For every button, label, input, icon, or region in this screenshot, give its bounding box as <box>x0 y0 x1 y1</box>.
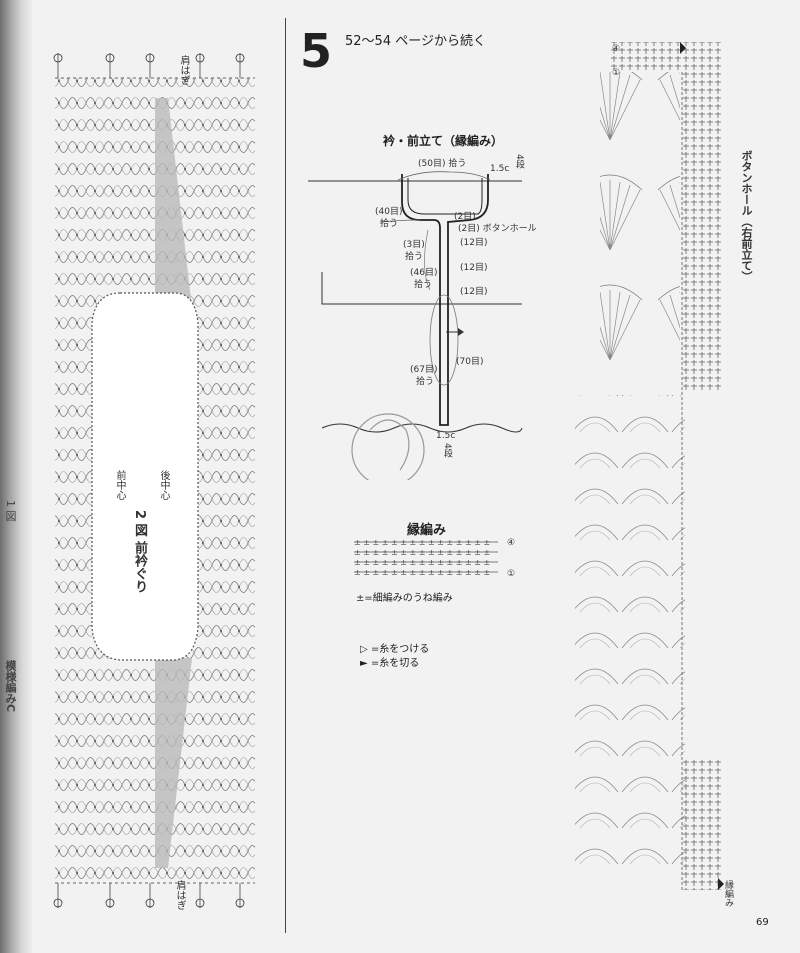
buttonhole-band-chart <box>575 42 724 890</box>
shaded-shoulder-top <box>155 98 192 308</box>
bottom-width-label: 1.5c <box>436 431 456 441</box>
arch-pattern-lower <box>575 395 685 865</box>
attach-text: =糸をつける <box>370 644 430 655</box>
page-number: 69 <box>756 917 769 928</box>
band-edge-label: 縁編み <box>723 880 733 907</box>
left-pick-46-b: 拾う <box>414 280 433 290</box>
svg-text:± ± ± ± ± ± ± ± ± ± ± ± ± ± ±: ± ± ± ± ± ± ± ± ± ± ± ± ± ± ± <box>354 538 490 547</box>
top-rows-label: 4段 <box>514 154 524 169</box>
attach-symbol: ▷ <box>360 644 368 655</box>
edge-chart: ± ± ± ± ± ± ± ± ± ± ± ± ± ± ± ± ± ± ± ± … <box>354 538 498 577</box>
left-pick-40: (40目) <box>375 207 403 217</box>
left-pick-3: (3目) <box>403 240 425 250</box>
twelve-label-3: (12目) <box>460 287 488 297</box>
continued-note: 52〜54 ページから続く <box>345 34 486 49</box>
buttonhole-label: (2目) ボタンホール <box>458 224 537 234</box>
top-width-label: 1.5c <box>490 164 510 174</box>
neckline-opening <box>91 292 199 661</box>
section-number: 5 <box>300 24 333 78</box>
bottom-stitch-column <box>682 760 722 890</box>
gutter-label-2: 模様編みC <box>4 660 17 713</box>
edge-row-1: ① <box>507 569 516 579</box>
svg-text:± ± ± ± ± ± ± ± ± ± ± ± ± ± ±: ± ± ± ± ± ± ± ± ± ± ± ± ± ± ± <box>354 558 490 567</box>
svg-text:± ± ± ± ± ± ± ± ± ± ± ± ± ± ±: ± ± ± ± ± ± ± ± ± ± ± ± ± ± ± <box>354 568 490 577</box>
edge-title: 縁編み <box>407 523 447 538</box>
left-pick-46: (46目) <box>410 268 438 278</box>
legend-ridge: ±=細編みのうね編み <box>356 589 453 604</box>
shoulder-seam-label-bottom: 肩はぎ <box>174 880 185 910</box>
cut-symbol: ► <box>360 658 368 669</box>
neck-2-label: (2目) <box>454 212 476 222</box>
front-center-label: 前中心 <box>114 470 125 500</box>
gutter-label-1: 1 図 <box>4 500 17 522</box>
twelve-label-1: (12目) <box>460 238 488 248</box>
right-stitch-column <box>682 72 722 392</box>
left-pick-3-b: 拾う <box>405 252 424 262</box>
edge-row-4: ④ <box>507 538 516 548</box>
bottom-rows-label: 4段 <box>442 443 452 458</box>
shaded-shoulder-bottom <box>155 658 192 868</box>
left-pick-67: (67目) <box>410 365 438 375</box>
collar-title: 衿・前立て（縁編み） <box>383 134 504 148</box>
top-pick-label: (50目) 拾う <box>418 159 467 169</box>
figure-2-title: 2 図 前衿ぐり <box>132 510 147 594</box>
svg-text:± ± ± ± ± ± ± ± ± ± ± ± ± ± ±: ± ± ± ± ± ± ± ± ± ± ± ± ± ± ± <box>354 548 490 557</box>
top-edge-stitches <box>610 42 722 72</box>
book-spine <box>0 0 32 953</box>
legend-cut: ► =糸を切る <box>360 654 419 669</box>
back-center-label: 後中心 <box>158 470 169 500</box>
shoulder-seam-label-top: 肩はぎ <box>178 55 189 85</box>
right-70-label: (70目) <box>456 357 484 367</box>
twelve-label-2: (12目) <box>460 263 488 273</box>
column-divider <box>285 18 286 933</box>
band-row-1: ① <box>612 68 621 78</box>
legend-ridge-symbol: ± <box>356 593 365 604</box>
cut-text: =糸を切る <box>370 658 420 669</box>
legend-ridge-text: =細編みのうね編み <box>364 593 453 604</box>
left-pick-40-b: 拾う <box>380 219 399 229</box>
buttonhole-band-title: ボタンホール（右前立て） <box>740 150 753 282</box>
fan-pattern-upper <box>600 72 680 392</box>
neckline-chart <box>53 53 255 908</box>
collar-diagram <box>308 171 523 480</box>
band-row-4: ④ <box>612 44 621 54</box>
legend-attach: ▷ =糸をつける <box>360 640 429 655</box>
left-pick-67-b: 拾う <box>416 377 435 387</box>
